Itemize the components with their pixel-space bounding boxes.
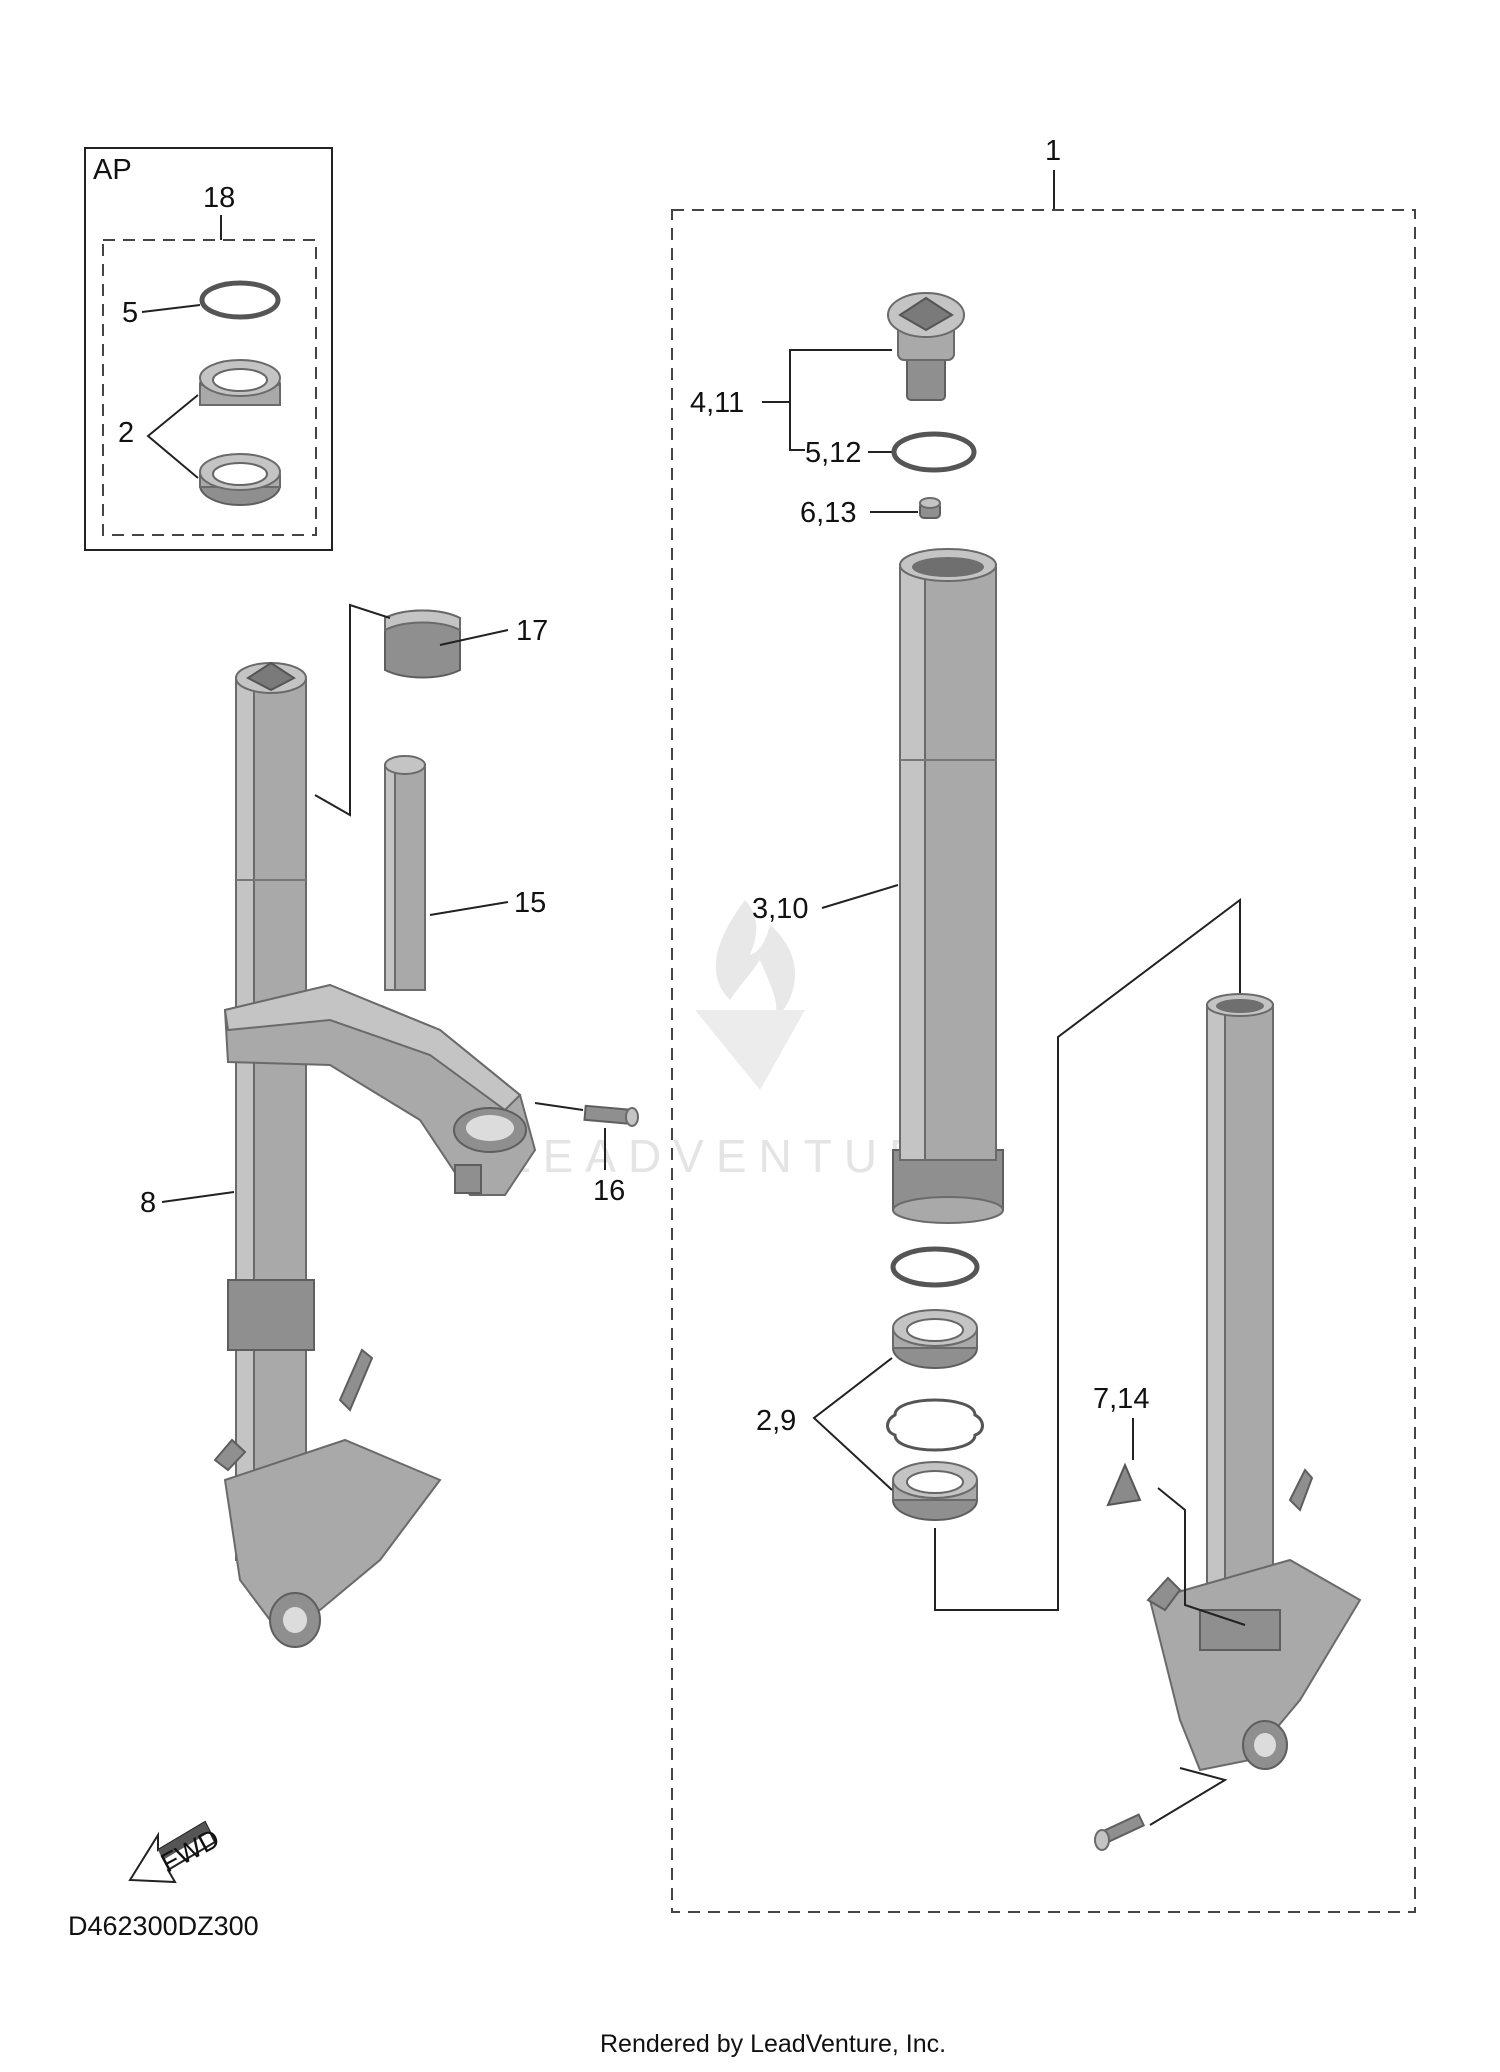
circlip-icon [886, 1398, 984, 1452]
watermark-v-icon [695, 1010, 805, 1090]
watermark: LEADVENTURE [505, 900, 977, 1182]
callout-nut: 6,13 [800, 497, 856, 529]
fork-cap-bolt-icon [887, 292, 965, 401]
callout-cap-bolt: 4,11 [690, 387, 744, 419]
bearing-lower-icon [892, 1461, 978, 1521]
kit-bearing-lower-icon [199, 453, 281, 506]
callout-collar: 17 [516, 615, 548, 647]
pinch-bolt-icon [1094, 1813, 1146, 1851]
callout-bearings: 2,9 [756, 1405, 796, 1437]
steering-stem-icon [384, 755, 426, 991]
callout-bolt: 16 [593, 1175, 625, 1207]
outer-fork-assembly-icon [1146, 993, 1362, 1772]
o-ring-icon [891, 431, 977, 473]
kit-number: 18 [203, 182, 235, 214]
kit-box-label: AP [93, 154, 132, 186]
assembly-number: 1 [1045, 135, 1061, 167]
ap-kit-box: AP 18 5 2 [84, 147, 333, 551]
callout-label-plate: 7,14 [1093, 1383, 1149, 1415]
watermark-text: LEADVENTURE [505, 1130, 977, 1182]
label-plate-icon [1106, 1462, 1142, 1507]
footer-credit: Rendered by LeadVenture, Inc. [600, 2030, 946, 2058]
under-bracket-icon [223, 983, 537, 1196]
left-fork-leg-icon [213, 661, 442, 1648]
dust-seal-icon [890, 1246, 980, 1288]
bearing-upper-icon [892, 1309, 978, 1369]
callout-steering-stem: 15 [514, 887, 546, 919]
callout-fork-assembly: 8 [140, 1187, 156, 1219]
assembly-box: 1 [671, 135, 1416, 1913]
callout-inner-tube: 3,10 [752, 893, 808, 925]
collar-icon [384, 609, 461, 679]
nut-icon [919, 497, 941, 519]
inner-tube-icon [892, 548, 1004, 1224]
bolt-icon [583, 1104, 639, 1127]
kit-bearing-number: 2 [118, 417, 134, 449]
diagram-code: D462300DZ300 [68, 1911, 259, 1941]
kit-bearing-upper-icon [199, 359, 281, 406]
callout-o-ring: 5,12 [805, 437, 861, 469]
kit-seal-number: 5 [122, 297, 138, 329]
watermark-flame-icon [715, 900, 795, 1020]
forward-arrow-icon [128, 1820, 217, 1884]
